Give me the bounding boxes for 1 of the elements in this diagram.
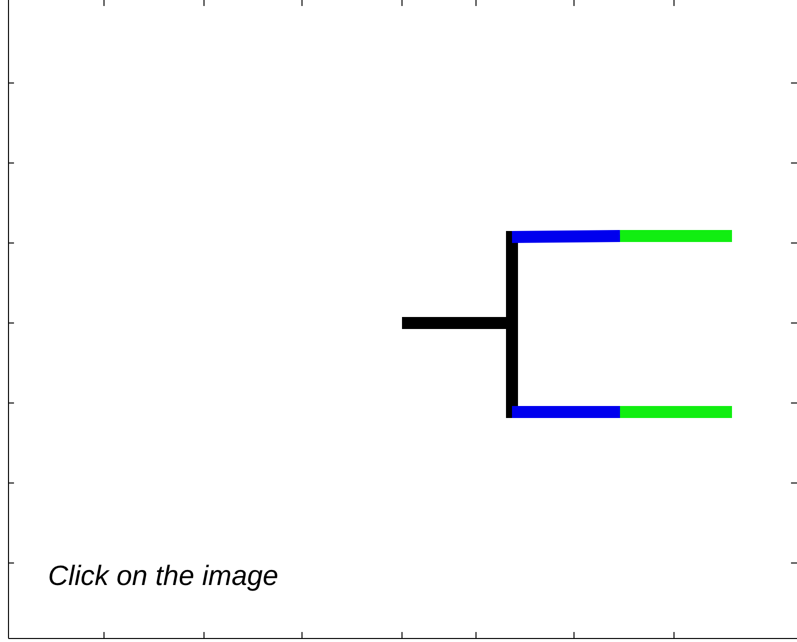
instruction-text: Click on the image	[48, 560, 278, 592]
